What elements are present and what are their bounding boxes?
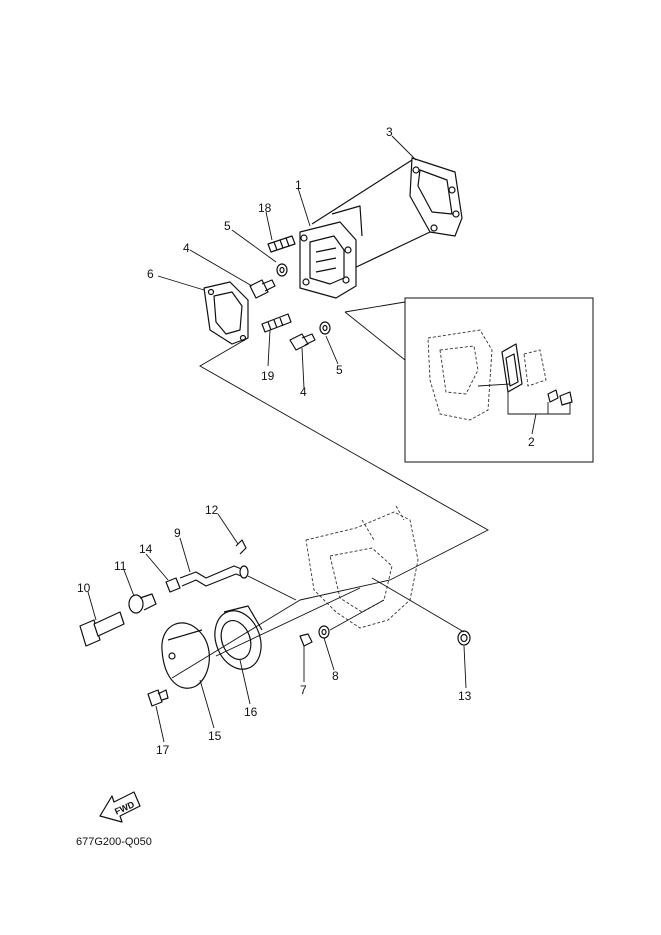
- callout-4b: 4: [300, 385, 307, 399]
- part-19-stud[interactable]: [261, 313, 292, 333]
- fwd-arrow-icon: FWD: [99, 791, 141, 823]
- callout-14: 14: [139, 542, 153, 556]
- callout-13: 13: [458, 689, 472, 703]
- leader-lines: [87, 135, 537, 743]
- part-4-bolt-upper[interactable]: [249, 279, 276, 299]
- callout-18: 18: [258, 201, 272, 215]
- callout-16: 16: [244, 705, 258, 719]
- callout-labels: 3 1 18 5 4 6 19 4 5 2 12 9 14 11 10 7 8 …: [77, 125, 535, 757]
- callout-17: 17: [156, 743, 170, 757]
- part-3-gasket[interactable]: [409, 157, 463, 237]
- callout-2: 2: [528, 435, 535, 449]
- callout-7: 7: [300, 683, 307, 697]
- part-11-nipple[interactable]: [128, 593, 157, 614]
- part-6-gasket[interactable]: [203, 281, 249, 345]
- detail-inset-frame: [404, 297, 594, 463]
- part-12-clip[interactable]: [235, 539, 247, 555]
- part-1-cover[interactable]: [299, 159, 431, 299]
- part-2-reed-valve[interactable]: [501, 343, 573, 406]
- callout-15: 15: [208, 729, 222, 743]
- part-9-pipe[interactable]: [179, 565, 249, 587]
- drawing-code: 677G200-Q050: [76, 836, 152, 848]
- part-5-washer-upper[interactable]: [276, 263, 288, 277]
- part-17-screw[interactable]: [147, 689, 169, 707]
- part-7-nut[interactable]: [299, 633, 313, 647]
- part-8-washer[interactable]: [318, 625, 330, 639]
- callout-4a: 4: [183, 241, 190, 255]
- powerhead-ghost-outline: [305, 505, 419, 629]
- callout-9: 9: [174, 526, 181, 540]
- callout-12: 12: [205, 503, 219, 517]
- part-13-o-ring[interactable]: [457, 630, 471, 646]
- part-5-washer-lower[interactable]: [319, 321, 331, 335]
- assembly-reference-line: [199, 337, 489, 601]
- callout-6: 6: [147, 267, 154, 281]
- part-18-stud[interactable]: [267, 235, 296, 253]
- part-15-cover[interactable]: [161, 622, 210, 689]
- callout-11: 11: [114, 559, 127, 573]
- part-4-bolt-lower[interactable]: [289, 333, 316, 351]
- callout-19: 19: [261, 369, 275, 383]
- callout-5b: 5: [336, 363, 343, 377]
- part-16-gasket[interactable]: [207, 604, 269, 675]
- callout-10: 10: [77, 581, 91, 595]
- callout-8: 8: [332, 669, 339, 683]
- part-14-nut[interactable]: [165, 577, 181, 593]
- callout-3: 3: [386, 125, 393, 139]
- detail-inset-ghost-block: [427, 329, 493, 421]
- part-10-plug[interactable]: [79, 611, 125, 647]
- callout-5a: 5: [224, 219, 231, 233]
- callout-1: 1: [295, 178, 302, 192]
